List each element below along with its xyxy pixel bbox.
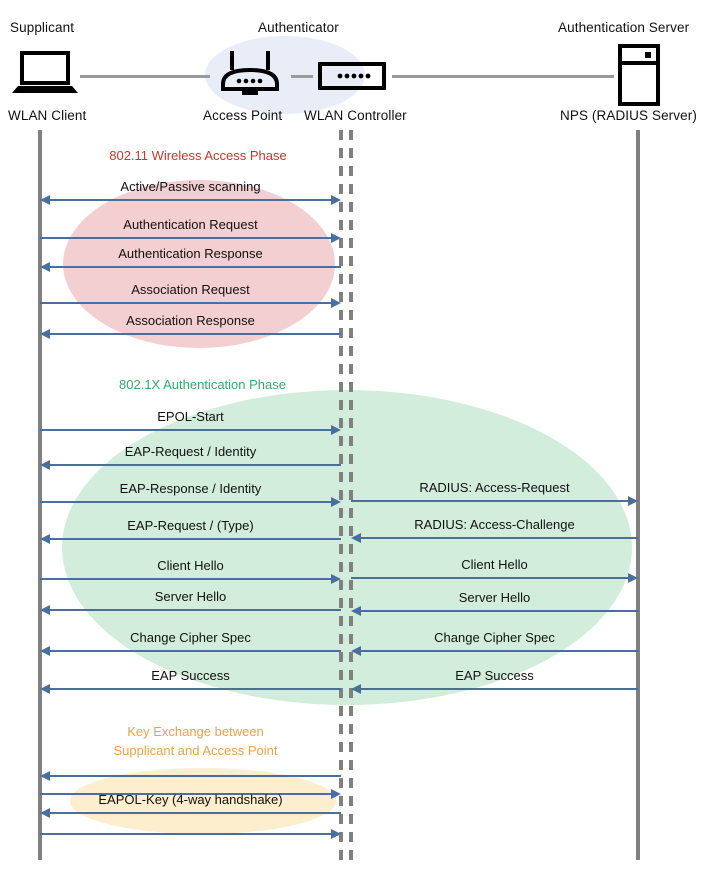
message-line [351,500,630,502]
arrowhead-right-icon [331,574,341,584]
node-label-wlan-client: WLAN Client [8,108,87,123]
arrowhead-left-icon [351,646,361,656]
message-line [48,333,341,335]
arrowhead-right-icon [331,789,341,799]
arrowhead-right-icon [628,496,638,506]
arrowhead-right-icon [331,497,341,507]
message-line [40,501,333,503]
message-line [359,688,638,690]
phase-highlight-dot1x [62,390,632,705]
arrowhead-left-icon [40,329,50,339]
phase-highlight-wireless [63,180,335,348]
message-line [48,266,341,268]
wireless-router-icon [215,48,285,98]
message-label: Authentication Request [123,217,258,232]
message-label: EAP-Response / Identity [119,481,262,496]
message-line [48,538,341,540]
message-label: Client Hello [461,557,528,572]
server-rack-icon [618,44,660,106]
message-label: EAPOL-Key (4-way handshake) [98,792,283,807]
message-label: EAP Success [455,668,534,683]
message-line [351,577,630,579]
arrowhead-left-icon [40,460,50,470]
link-controller-to-server [392,75,614,78]
message-label: EAP-Request / (Type) [127,518,254,533]
arrowhead-left-icon [351,533,361,543]
message-line [48,650,341,652]
message-line [48,464,341,466]
message-label: Change Cipher Spec [434,630,555,645]
message-label: EAP-Request / Identity [124,444,257,459]
message-line [40,429,333,431]
phase-title-key-exchange-line2: Supplicant and Access Point [113,743,278,758]
message-label: EPOL-Start [157,409,224,424]
link-ap-to-controller [291,75,313,78]
message-label: Change Cipher Spec [130,630,251,645]
message-label: Server Hello [458,590,531,605]
phase-title-dot1x: 802.1X Authentication Phase [119,377,286,392]
arrowhead-right-icon [331,233,341,243]
arrowhead-left-icon [40,534,50,544]
node-label-wlan-controller: WLAN Controller [304,108,407,123]
phase-title-key-exchange-line1: Key Exchange between [127,724,264,739]
message-line [359,610,638,612]
node-label-access-point: Access Point [203,108,283,123]
message-label: RADIUS: Access-Request [419,480,570,495]
arrowhead-left-icon [40,195,50,205]
phase-highlight-key-exchange [70,768,336,834]
arrowhead-left-icon [40,684,50,694]
message-line [359,650,638,652]
phase-title-wireless: 802.11 Wireless Access Phase [109,148,287,163]
message-line [40,833,333,835]
message-line [48,688,341,690]
message-label: Active/Passive scanning [120,179,261,194]
message-line [40,578,333,580]
message-line [48,609,341,611]
message-line [359,537,638,539]
arrowhead-left-icon [40,605,50,615]
lifeline-wlan-controller [349,130,353,860]
message-line [40,302,333,304]
message-line [40,793,333,795]
message-label: Association Response [126,313,255,328]
arrowhead-right-icon [331,195,341,205]
message-label: EAP Success [151,668,230,683]
role-label-supplicant: Supplicant [10,20,75,35]
message-line [40,237,333,239]
arrowhead-left-icon [351,684,361,694]
message-label: Server Hello [154,589,227,604]
arrowhead-left-icon [40,808,50,818]
arrowhead-right-icon [331,425,341,435]
arrowhead-left-icon [40,646,50,656]
arrowhead-left-icon [40,771,50,781]
message-label: Client Hello [157,558,224,573]
lifeline-authentication-server [636,130,640,860]
node-label-nps-radius-server: NPS (RADIUS Server) [560,108,697,123]
lifeline-supplicant [38,130,42,860]
arrowhead-left-icon [351,606,361,616]
role-label-authentication-server: Authentication Server [558,20,690,35]
arrowhead-left-icon [40,262,50,272]
message-label: Association Request [131,282,250,297]
message-label: Authentication Response [118,246,263,261]
role-label-authenticator: Authenticator [258,20,339,35]
link-client-to-ap [80,75,210,78]
network-switch-icon [318,62,386,90]
message-line [48,812,341,814]
message-label: RADIUS: Access-Challenge [414,517,575,532]
arrowhead-right-icon [331,298,341,308]
message-line [48,199,333,201]
arrowhead-right-icon [628,573,638,583]
lifeline-access-point [339,130,343,860]
arrowhead-right-icon [331,829,341,839]
laptop-icon [12,50,78,94]
message-line [48,775,341,777]
